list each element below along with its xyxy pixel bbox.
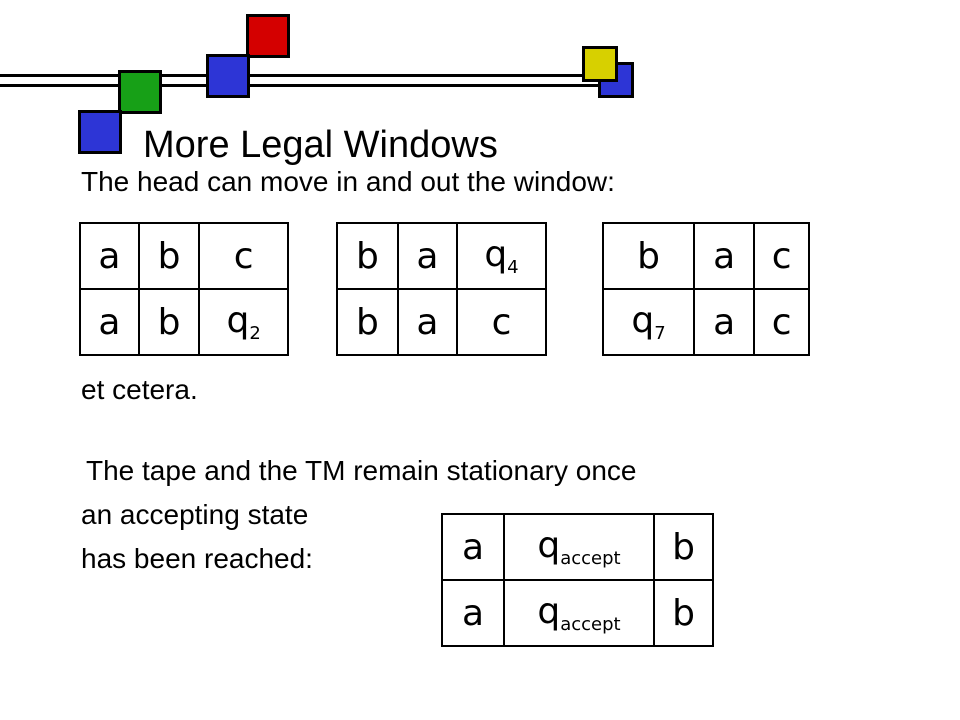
window-row: q7 a c xyxy=(601,288,810,356)
accept-text-line2: an accepting state xyxy=(81,499,309,530)
slide-title: More Legal Windows xyxy=(143,124,498,166)
tape-cell: qaccept xyxy=(503,579,655,647)
state-subscript: 7 xyxy=(654,323,666,344)
cell-symbol: b xyxy=(672,592,695,634)
cell-symbol: q xyxy=(226,300,250,341)
tape-cell: c xyxy=(753,288,810,356)
tape-cell: a xyxy=(441,579,505,647)
cell-symbol: a xyxy=(713,301,736,343)
cell-symbol: a xyxy=(461,526,485,568)
state-subscript: 2 xyxy=(249,323,261,344)
cell-symbol: q xyxy=(631,300,655,341)
cell-symbol: a xyxy=(98,235,121,277)
intro-text: The head can move in and out the window: xyxy=(81,166,615,197)
cell-symbol: a xyxy=(461,592,485,634)
tape-cell: a xyxy=(79,288,140,356)
tape-cell: a xyxy=(396,288,458,356)
window-row: b a c xyxy=(336,288,548,356)
cell-symbol: q xyxy=(537,591,561,632)
tape-cell: c xyxy=(455,288,548,356)
cell-symbol: b xyxy=(356,301,379,343)
window-row: a qaccept b xyxy=(441,579,714,647)
cell-symbol: c xyxy=(233,235,254,277)
cell-symbol: a xyxy=(713,235,736,277)
cell-symbol: b xyxy=(672,526,695,568)
window-1: a b c a b q2 xyxy=(79,222,289,356)
cell-symbol: c xyxy=(771,301,792,343)
window-row: a qaccept b xyxy=(441,513,714,581)
accept-text-line3: has been reached: xyxy=(81,543,313,574)
tape-cell: c xyxy=(753,222,810,290)
tape-cell: q2 xyxy=(198,288,289,356)
tape-cell: b xyxy=(336,288,399,356)
window-2: b a q4 b a c xyxy=(336,222,548,356)
window-row: a b q2 xyxy=(79,288,289,356)
tape-cell: b xyxy=(137,222,201,290)
yellow-square xyxy=(582,46,618,82)
window-accept: a qaccept b a qaccept b xyxy=(441,513,714,647)
blue-square-top xyxy=(206,54,250,98)
tape-cell: c xyxy=(198,222,289,290)
tape-cell: a xyxy=(693,222,756,290)
header-rule-top xyxy=(0,74,600,77)
tape-cell: b xyxy=(653,579,714,647)
tape-cell: a xyxy=(396,222,458,290)
cell-symbol: c xyxy=(771,235,792,277)
tape-cell: b xyxy=(137,288,201,356)
state-subscript: 4 xyxy=(507,257,519,278)
window-row: b a q4 xyxy=(336,222,548,290)
cell-symbol: a xyxy=(416,301,439,343)
window-row: a b c xyxy=(79,222,289,290)
tape-cell: q4 xyxy=(455,222,548,290)
tape-cell: b xyxy=(336,222,399,290)
tape-cell: q7 xyxy=(601,288,696,356)
tape-cell: b xyxy=(653,513,714,581)
cell-symbol: b xyxy=(356,235,379,277)
green-square xyxy=(118,70,162,114)
cell-symbol: q xyxy=(537,525,561,566)
accept-text-line1: The tape and the TM remain stationary on… xyxy=(86,455,637,486)
window-3: b a c q7 a c xyxy=(601,222,810,356)
cell-symbol: b xyxy=(637,235,660,277)
tape-cell: a xyxy=(693,288,756,356)
cell-symbol: b xyxy=(157,235,181,277)
tape-cell: b xyxy=(601,222,696,290)
tape-cell: a xyxy=(441,513,505,581)
red-square xyxy=(246,14,290,58)
state-subscript: accept xyxy=(560,548,621,569)
tape-cell: qaccept xyxy=(503,513,655,581)
cell-symbol: b xyxy=(157,301,181,343)
state-subscript: accept xyxy=(560,614,621,635)
cell-symbol: c xyxy=(491,301,512,343)
header-rule-bottom xyxy=(0,84,600,87)
cell-symbol: q xyxy=(484,234,508,275)
window-row: b a c xyxy=(601,222,810,290)
tape-cell: a xyxy=(79,222,140,290)
cell-symbol: a xyxy=(98,301,121,343)
cell-symbol: a xyxy=(416,235,439,277)
blue-square-left xyxy=(78,110,122,154)
etc-text: et cetera. xyxy=(81,374,198,405)
